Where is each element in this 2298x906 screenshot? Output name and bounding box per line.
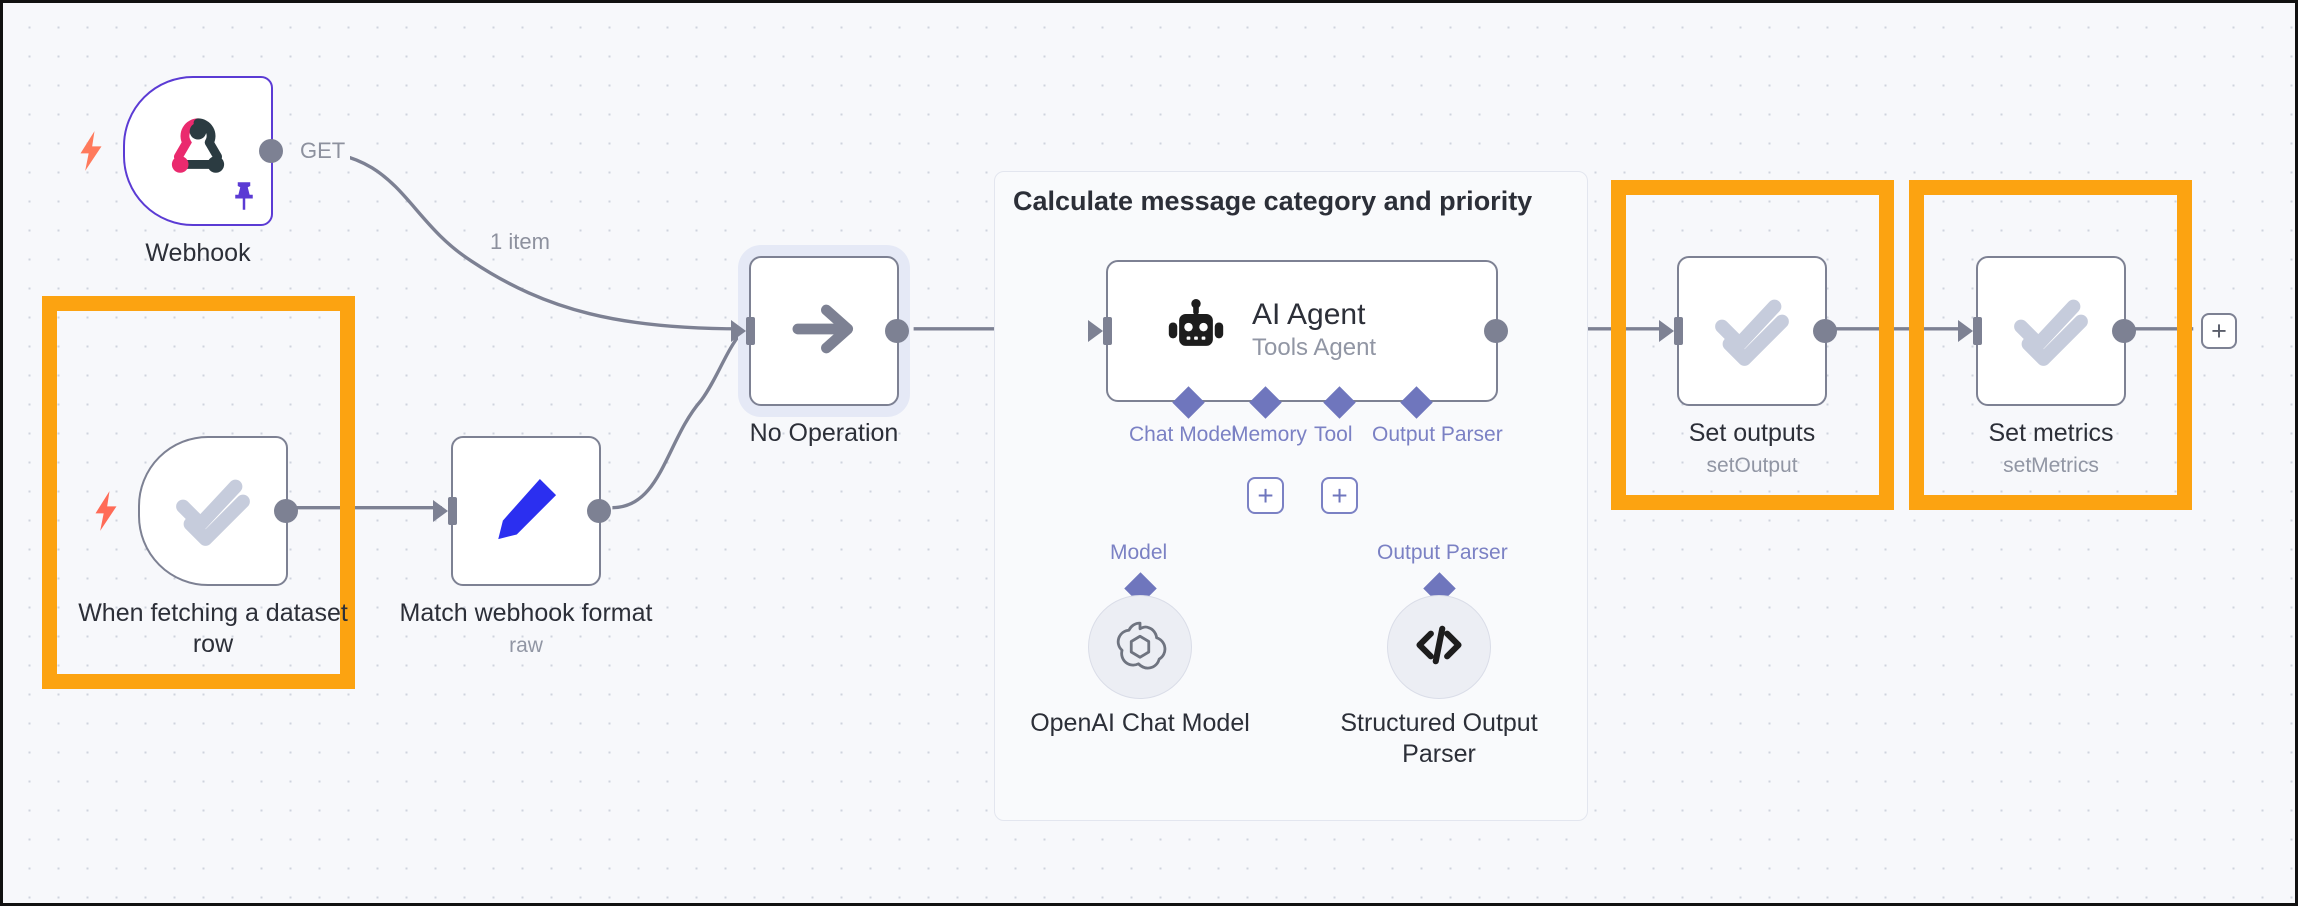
node-label-set-metrics: Set metrics [1988,419,2114,447]
node-sublabel-ai-agent: Tools Agent [1252,333,1377,361]
subnode-connection-label-model: Model [1110,541,1168,564]
code-brackets-icon [1413,619,1465,676]
add-tool-button[interactable]: + [1321,477,1358,514]
pin-icon [231,181,257,216]
node-label-no-operation: No Operation [749,419,899,447]
subnode-openai-chat-model[interactable]: OpenAI Chat Model [1030,595,1250,737]
output-port-match-webhook-format[interactable] [587,499,611,523]
input-port-no-operation[interactable] [746,317,755,345]
edge-label-webhook-method: GET [295,138,351,164]
node-set-metrics[interactable]: Set metrics setMetrics [1973,256,2136,477]
subnode-label-openai-chat-model: OpenAI Chat Model [1030,709,1250,737]
pencil-icon [489,472,563,551]
group-title: Calculate message category and priority [1013,186,1533,216]
double-check-icon [173,469,253,554]
add-node-button[interactable]: + [2201,313,2237,349]
input-port-set-metrics[interactable] [1973,317,1982,345]
agent-port-label-memory: Memory [1231,423,1307,446]
node-label-match-webhook-format: Match webhook format [399,599,653,627]
agent-port-label-chat-model: Chat Model [1129,423,1237,446]
node-sublabel-set-outputs: setOutput [1706,454,1798,477]
node-label-webhook: Webhook [145,239,251,267]
agent-port-label-tool: Tool [1314,423,1353,446]
edge-label-item-count: 1 item [485,229,555,255]
output-port-no-operation[interactable] [885,319,909,343]
agent-port-label-output-parser: Output Parser [1372,423,1503,446]
output-port-set-metrics[interactable] [2112,319,2136,343]
input-port-set-outputs[interactable] [1674,317,1683,345]
node-ai-agent[interactable]: AI Agent Tools Agent [1103,260,1508,402]
node-webhook[interactable]: Webhook [80,76,283,267]
subnode-structured-output-parser[interactable]: Structured Output Parser [1340,595,1538,768]
node-when-fetching-a-dataset-row[interactable]: When fetching a dataset row [78,436,348,658]
node-label-when-fetching-a-dataset-row: When fetching a dataset row [78,599,348,658]
input-port-match-webhook-format[interactable] [448,497,457,525]
double-check-icon [1712,289,1792,374]
output-port-webhook[interactable] [259,139,283,163]
robot-icon [1166,298,1226,364]
output-port-set-outputs[interactable] [1813,319,1837,343]
openai-icon [1112,617,1168,678]
output-port-ai-agent[interactable] [1484,319,1508,343]
node-label-set-outputs: Set outputs [1688,419,1816,447]
add-memory-button[interactable]: + [1247,477,1284,514]
arrow-right-icon [786,291,862,372]
node-sublabel-set-metrics: setMetrics [2003,454,2099,477]
node-label-ai-agent: AI Agent [1252,298,1366,332]
input-port-ai-agent[interactable] [1103,317,1112,345]
node-set-outputs[interactable]: Set outputs setOutput [1674,256,1837,477]
subnode-connection-label-output-parser: Output Parser [1377,541,1508,564]
node-match-webhook-format[interactable]: Match webhook format raw [400,436,652,657]
trigger-bolt-icon [77,131,105,171]
node-no-operation[interactable]: No Operation [746,256,909,447]
trigger-bolt-icon [92,491,120,531]
node-sublabel-match-webhook-format: raw [509,634,543,657]
output-port-dataset-row[interactable] [274,499,298,523]
double-check-icon [2011,289,2091,374]
webhook-icon [160,111,236,192]
subnode-label-structured-output-parser: Structured Output Parser [1340,709,1538,768]
